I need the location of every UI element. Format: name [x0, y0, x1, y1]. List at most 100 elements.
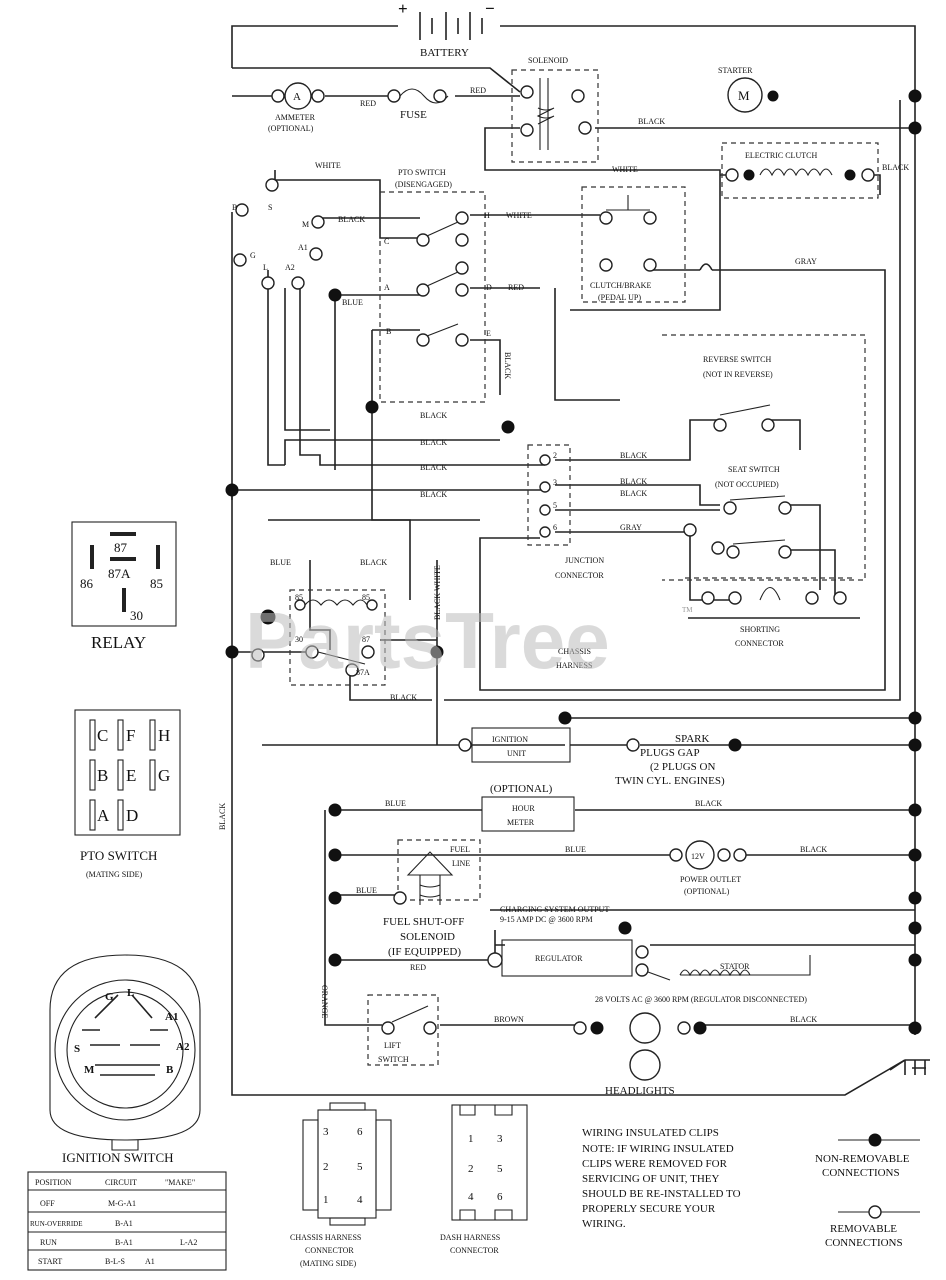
svg-text:G: G: [105, 991, 114, 1003]
svg-text:CHASSIS HARNESS: CHASSIS HARNESS: [290, 1233, 361, 1242]
watermark-tm: TM: [682, 606, 693, 614]
shorting-label: SHORTING: [740, 625, 780, 634]
svg-text:WHITE: WHITE: [612, 165, 638, 174]
svg-text:3: 3: [553, 478, 557, 487]
seat-switch-label: SEAT SWITCH: [728, 465, 780, 474]
svg-text:POSITION: POSITION: [35, 1178, 72, 1187]
svg-text:L: L: [263, 263, 268, 272]
svg-text:POWER OUTLET: POWER OUTLET: [680, 875, 741, 884]
svg-text:RED: RED: [360, 99, 376, 108]
hour-meter-optional: (OPTIONAL): [490, 783, 553, 795]
svg-text:BLACK: BLACK: [620, 477, 647, 486]
relay-schematic: 85 85 30 87 87A: [251, 593, 378, 677]
svg-text:BLACK: BLACK: [360, 558, 387, 567]
pto-mating-title: PTO SWITCH: [80, 848, 157, 863]
svg-text:A1: A1: [145, 1257, 155, 1266]
svg-text:SERVICING OF UNIT, THEY: SERVICING OF UNIT, THEY: [582, 1173, 719, 1185]
spark-plugs: SPARK PLUGS GAP (2 PLUGS ON TWIN CYL. EN…: [615, 733, 725, 787]
svg-text:METER: METER: [507, 818, 535, 827]
svg-text:30: 30: [130, 608, 143, 623]
svg-text:BLUE: BLUE: [385, 799, 406, 808]
svg-text:D: D: [486, 283, 492, 292]
seat-switch-state: (NOT OCCUPIED): [715, 480, 779, 489]
ammeter-optional: (OPTIONAL): [268, 124, 314, 133]
headlights: HEADLIGHTS: [573, 1012, 691, 1097]
svg-text:PROPERLY SECURE YOUR: PROPERLY SECURE YOUR: [582, 1203, 716, 1215]
clips-note: WIRING INSULATED CLIPS NOTE: IF WIRING I…: [582, 1127, 741, 1230]
svg-text:CONNECTIONS: CONNECTIONS: [825, 1237, 903, 1249]
clutch-brake-label: CLUTCH/BRAKE: [590, 281, 651, 290]
svg-text:87A: 87A: [356, 668, 370, 677]
svg-text:M: M: [84, 1064, 95, 1076]
svg-text:HOUR: HOUR: [512, 804, 535, 813]
svg-text:BLACK: BLACK: [420, 438, 447, 447]
svg-text:B: B: [97, 766, 108, 785]
svg-text:E: E: [126, 766, 136, 785]
svg-text:A: A: [384, 283, 390, 292]
svg-text:TWIN CYL. ENGINES): TWIN CYL. ENGINES): [615, 775, 725, 787]
svg-text:CLIPS WERE REMOVED FOR: CLIPS WERE REMOVED FOR: [582, 1158, 728, 1170]
svg-text:E: E: [486, 329, 491, 338]
svg-text:(MATING SIDE): (MATING SIDE): [300, 1259, 357, 1268]
ammeter: A AMMETER (OPTIONAL) RED: [268, 82, 376, 133]
ignition-unit-label-1: IGNITION: [492, 735, 528, 744]
starter-m: M: [738, 88, 750, 103]
svg-text:H: H: [158, 726, 170, 745]
svg-text:GRAY: GRAY: [620, 523, 642, 532]
ignition-unit-label-2: UNIT: [507, 749, 526, 758]
svg-text:SWITCH: SWITCH: [378, 1055, 409, 1064]
svg-text:L: L: [127, 987, 134, 999]
battery-label: BATTERY: [420, 47, 469, 59]
shorting-connector: SHORTING CONNECTOR: [683, 523, 860, 648]
svg-text:2: 2: [553, 451, 557, 460]
ignition-switch-title: IGNITION SWITCH: [62, 1150, 174, 1165]
svg-text:BLACK: BLACK: [338, 215, 365, 224]
svg-text:A1: A1: [165, 1011, 178, 1023]
svg-text:PLUGS GAP: PLUGS GAP: [640, 747, 700, 759]
fuel-solenoid: BLUE FUEL SHUT-OFF SOLENOID (IF EQUIPPED…: [356, 886, 464, 972]
svg-text:WHITE: WHITE: [506, 211, 532, 220]
svg-text:BLACK: BLACK: [503, 352, 512, 379]
svg-text:CONNECTOR: CONNECTOR: [305, 1246, 354, 1255]
svg-text:85: 85: [295, 593, 303, 602]
svg-text:WHITE: WHITE: [315, 161, 341, 170]
svg-text:BLACK WHITE: BLACK WHITE: [433, 565, 442, 620]
svg-text:B-L-S: B-L-S: [105, 1257, 125, 1266]
svg-text:BLACK: BLACK: [638, 117, 665, 126]
stator-label: STATOR: [720, 962, 750, 971]
reverse-switch: REVERSE SWITCH (NOT IN REVERSE): [703, 355, 775, 432]
svg-text:CHARGING SYSTEM OUTPUT: CHARGING SYSTEM OUTPUT: [500, 905, 609, 914]
pto-mating: C F H B E G A D PTO SWITCH (MATING SIDE): [74, 709, 181, 879]
regulator: CHARGING SYSTEM OUTPUT 9-15 AMP DC @ 360…: [487, 905, 649, 977]
headlights-label: HEADLIGHTS: [605, 1085, 675, 1097]
svg-text:87A: 87A: [108, 566, 131, 581]
electric-clutch-label: ELECTRIC CLUTCH: [745, 151, 817, 160]
svg-text:87: 87: [362, 635, 370, 644]
svg-text:1: 1: [323, 1194, 329, 1206]
ignition-unit: IGNITION UNIT: [458, 727, 640, 763]
clutch-brake-switch: CLUTCH/BRAKE (PEDAL UP) WHITE: [590, 165, 657, 302]
svg-text:START: START: [38, 1257, 62, 1266]
dashed-boxes: [289, 69, 879, 1066]
svg-text:WIRING.: WIRING.: [582, 1218, 626, 1230]
lift-switch: LIFT SWITCH BROWN BLACK: [378, 1005, 817, 1064]
stator: STATOR 28 VOLTS AC @ 3600 RPM (REGULATOR…: [595, 955, 811, 1004]
stator-note: 28 VOLTS AC @ 3600 RPM (REGULATOR DISCON…: [595, 995, 807, 1004]
svg-text:BLUE: BLUE: [270, 558, 291, 567]
pto-switch-label: PTO SWITCH: [398, 168, 446, 177]
svg-text:B: B: [166, 1064, 174, 1076]
battery: BATTERY + −: [398, 0, 495, 59]
svg-text:CONNECTIONS: CONNECTIONS: [822, 1167, 900, 1179]
hour-meter: (OPTIONAL) HOUR METER BLUE BLACK: [385, 783, 722, 832]
svg-text:RED: RED: [508, 283, 524, 292]
svg-text:6: 6: [357, 1126, 363, 1138]
junction-dots: [225, 89, 922, 1035]
svg-text:BLACK: BLACK: [695, 799, 722, 808]
svg-text:ORANGE: ORANGE: [320, 985, 329, 1018]
svg-text:2: 2: [323, 1161, 329, 1173]
ignition-switch-schematic: S M A1 G L A2 B: [232, 178, 325, 290]
svg-text:4: 4: [468, 1191, 474, 1203]
pto-mating-subtitle: (MATING SIDE): [86, 870, 143, 879]
svg-text:BLACK: BLACK: [800, 845, 827, 854]
